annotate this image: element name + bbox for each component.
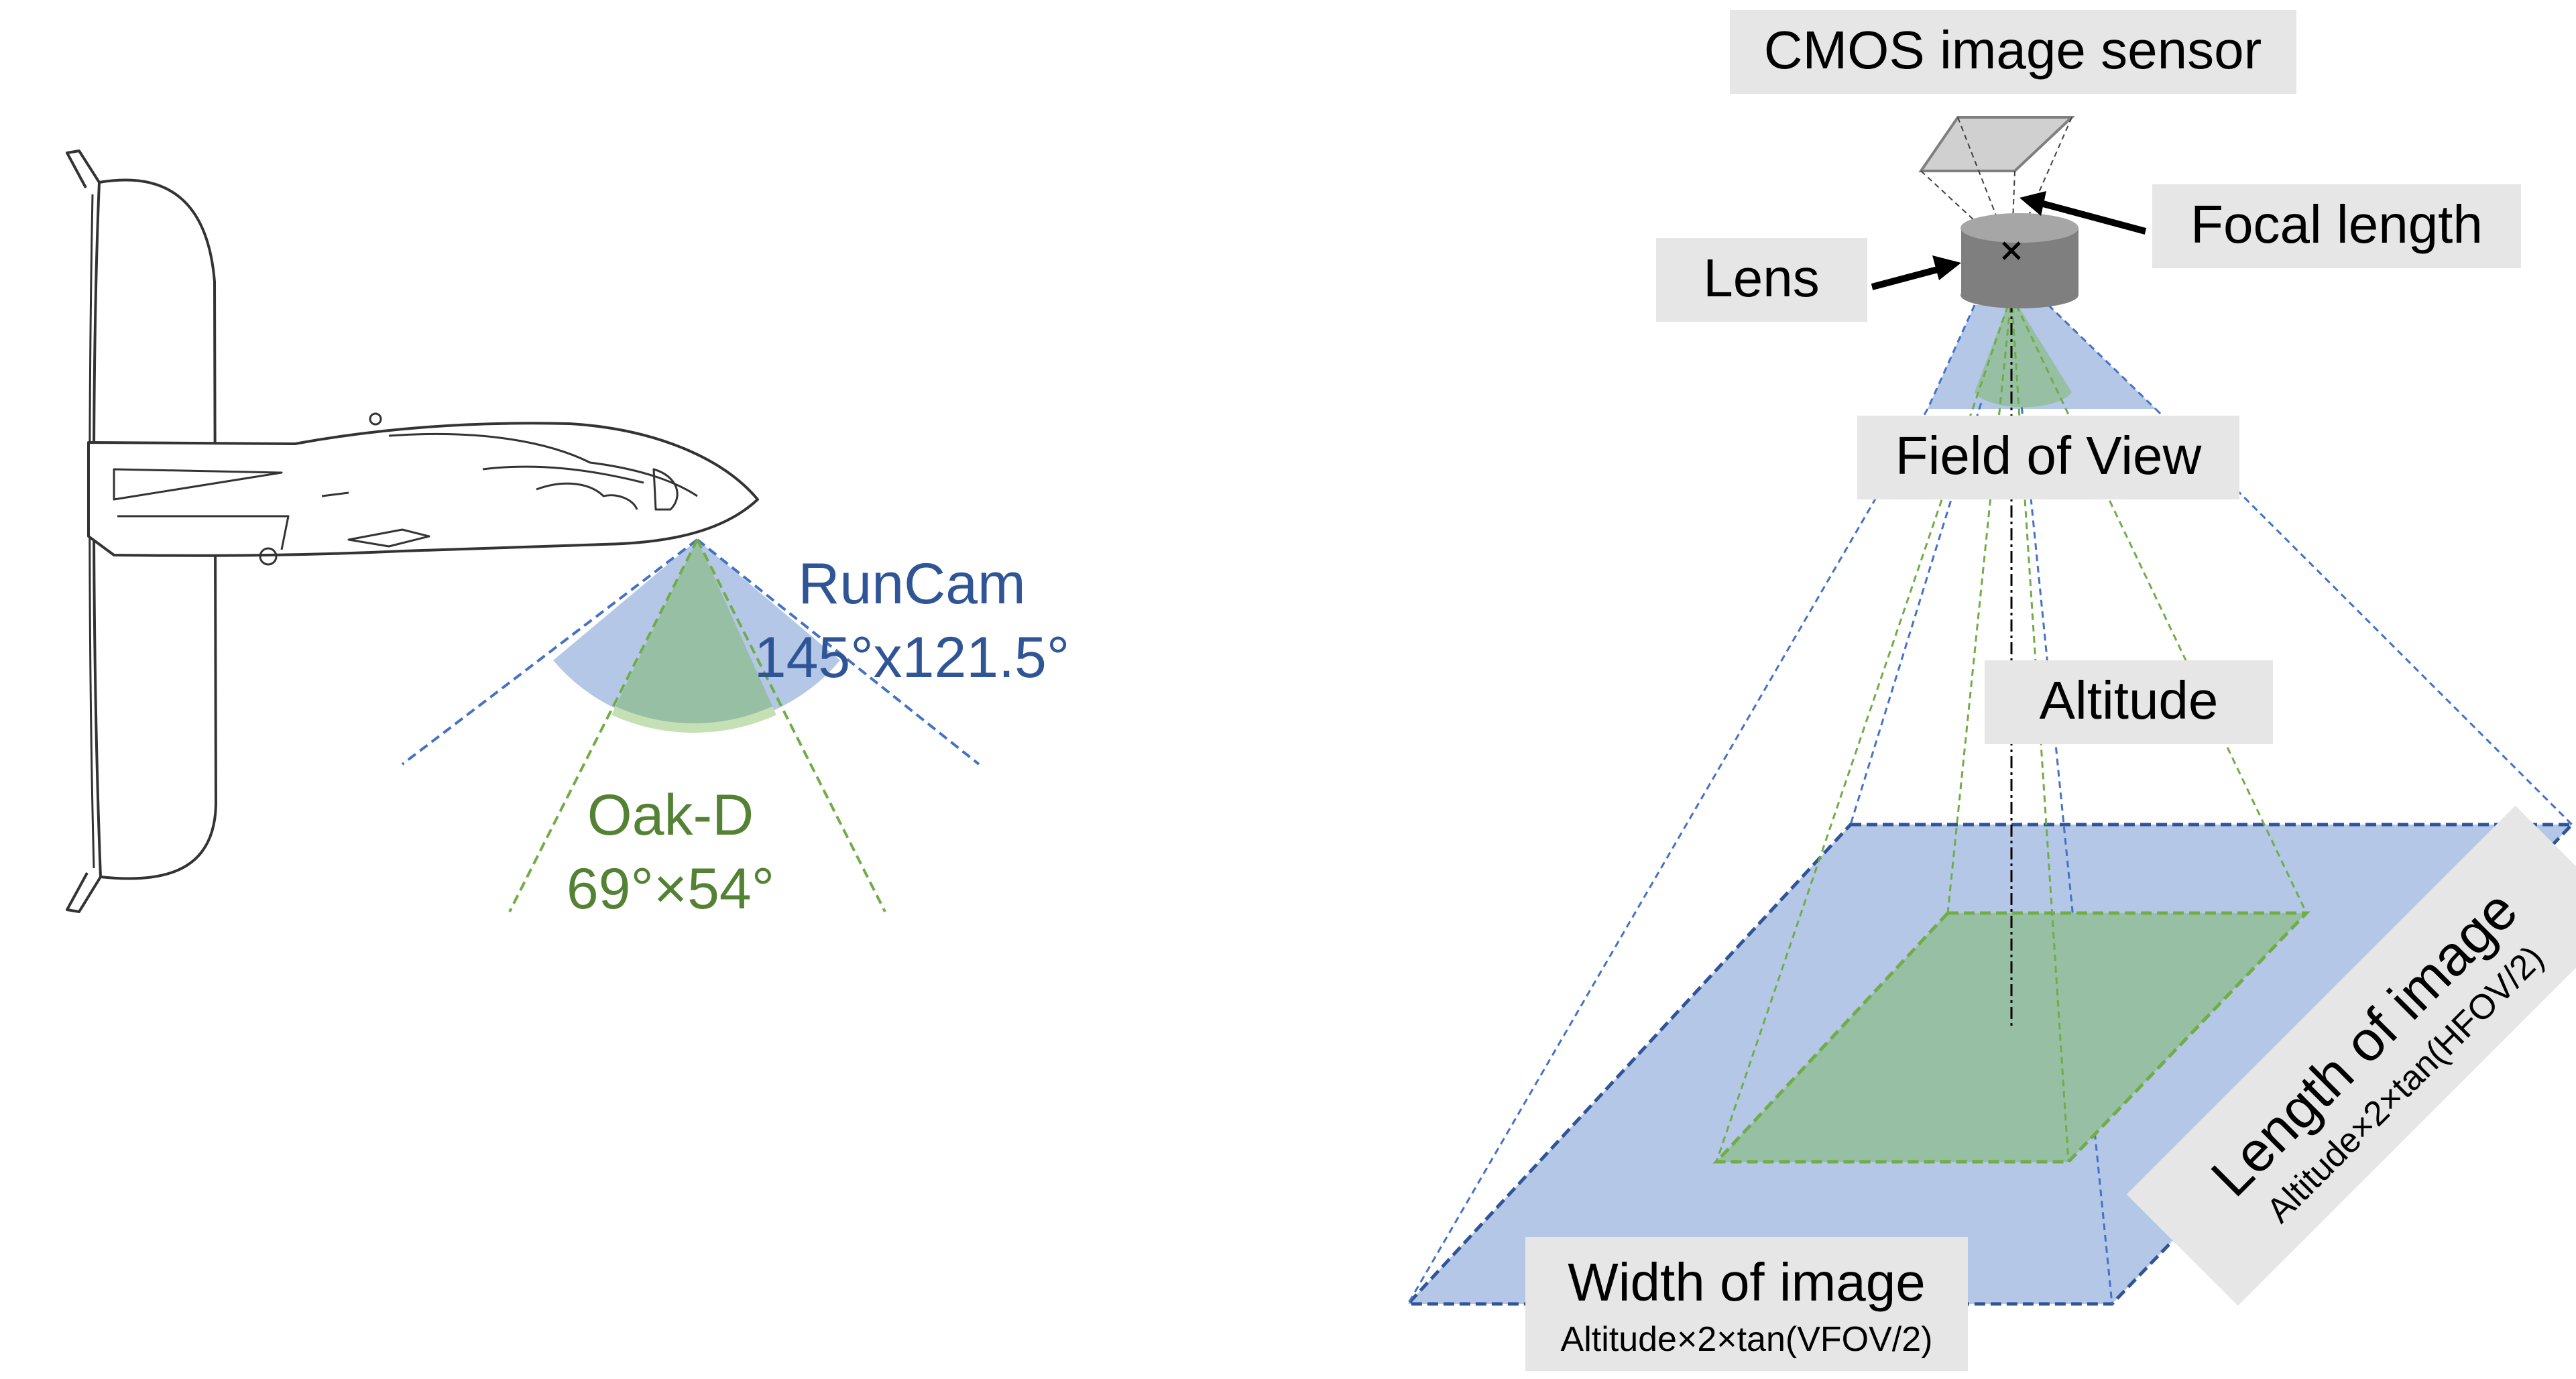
runcam-label: RunCam — [798, 552, 1025, 616]
runcam-fov-edge-left — [401, 538, 699, 766]
lens-label: Lens — [1703, 248, 1819, 308]
focal-length-arrow — [2019, 191, 2147, 235]
altitude-label-box: Altitude — [1985, 660, 2273, 744]
oakd-label: Oak-D — [587, 783, 754, 847]
cmos-sensor-plate — [1918, 116, 2076, 172]
aircraft-drawing — [66, 149, 759, 913]
oakd-fov-sector — [613, 540, 774, 728]
focal-point-marker — [2002, 241, 2021, 260]
fov-label-box: Field of View — [1857, 416, 2239, 499]
runcam-fov-label: 145°x121.5° — [754, 625, 1069, 690]
oakd-fov-edge-right — [696, 539, 886, 912]
oakd-fov-label: 69°×54° — [567, 857, 774, 921]
runcam-frustum-edges — [1407, 304, 2573, 1305]
focal-length-label: Focal length — [2190, 194, 2483, 254]
lens-arrow — [1871, 255, 1961, 290]
width-label-box: Width of image Altitude×2×tan(VFOV/2) — [1525, 1237, 1968, 1371]
oakd-fov-cone — [1975, 295, 2072, 408]
lens-label-box: Lens — [1656, 238, 1867, 322]
altitude-label: Altitude — [2040, 670, 2219, 730]
width-label: Width of image — [1568, 1252, 1926, 1312]
fov-label: Field of View — [1895, 426, 2202, 485]
oakd-fov-edge-left — [508, 539, 699, 912]
cmos-label-box: CMOS image sensor — [1730, 10, 2296, 94]
runcam-fov-edge-right — [696, 538, 980, 766]
oakd-image-footprint — [1712, 911, 2310, 1164]
width-formula: Altitude×2×tan(VFOV/2) — [1561, 1320, 1933, 1359]
lens-cylinder — [1960, 213, 2079, 308]
focal-length-label-box: Focal length — [2152, 184, 2521, 268]
oakd-fov-arc — [611, 706, 776, 733]
cmos-label: CMOS image sensor — [1764, 20, 2262, 80]
